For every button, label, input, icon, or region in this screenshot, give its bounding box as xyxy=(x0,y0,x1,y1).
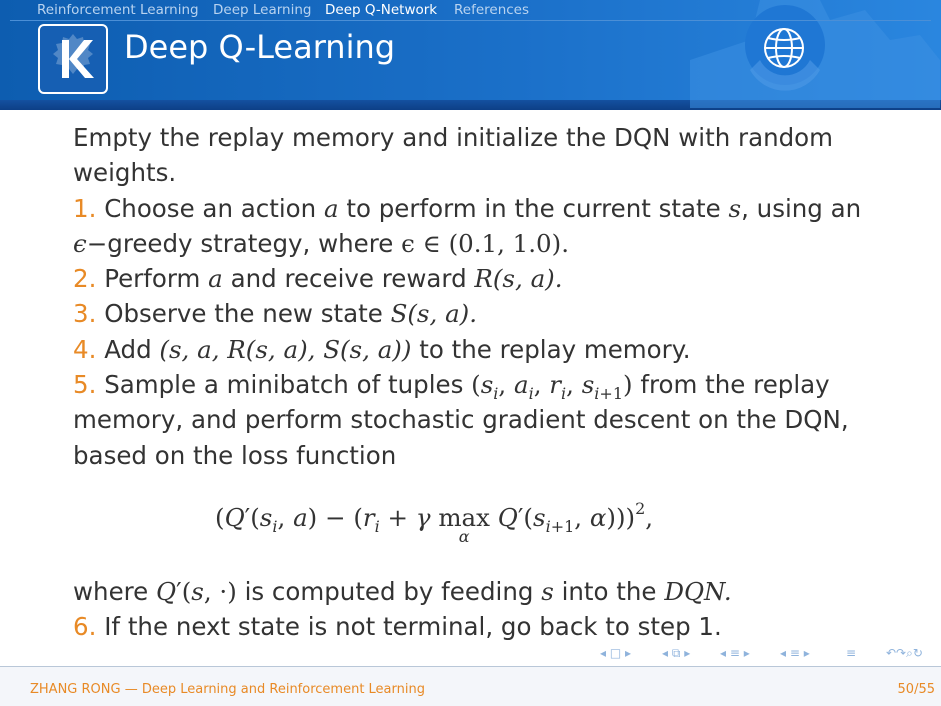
step-number: 1. xyxy=(73,193,97,223)
intro-line: weights. xyxy=(73,158,177,188)
nav-divider xyxy=(10,20,931,21)
beamer-nav-controls: ◂ □ ▸ ◂ ⧉ ▸ ◂ ≡ ▸ ◂ ≡ ▸ ≡ ↶↷⌕↻ xyxy=(600,646,940,666)
nav-document-icon[interactable]: ◂ ≡ ▸ xyxy=(780,646,810,660)
footer-author-title: ZHANG RONG — Deep Learning and Reinforce… xyxy=(30,682,425,697)
slide-header: Reinforcement Learning Deep Learning Dee… xyxy=(0,0,941,110)
step-text: If the next state is not terminal, go ba… xyxy=(104,612,722,642)
math-var: s xyxy=(541,577,554,606)
step-number: 3. xyxy=(73,299,97,329)
gear-watermark-icon xyxy=(690,0,940,108)
step-text: Perform xyxy=(104,264,201,294)
step-5-cont: based on the loss function xyxy=(73,440,397,470)
step-text: Choose an action xyxy=(104,193,317,223)
step-number: 4. xyxy=(73,334,97,364)
step-number: 2. xyxy=(73,264,97,294)
math-var: a xyxy=(323,193,339,223)
header-bottom-band xyxy=(0,100,941,110)
math-expr: S(s, a). xyxy=(390,299,478,329)
nav-subsection-icon[interactable]: ◂ ⧉ ▸ xyxy=(662,646,691,660)
math-var: a xyxy=(208,264,223,294)
slide-body-after: where Q′(s, ·) is computed by feeding s … xyxy=(73,574,873,645)
tuple-expr: (si, ai, ri, si+1) xyxy=(471,370,633,404)
math-var: DQN. xyxy=(664,577,732,606)
kde-logo-icon xyxy=(38,24,108,94)
step-text: into the xyxy=(561,577,657,606)
slide-title: Deep Q-Learning xyxy=(124,28,396,66)
math-expr: ϵ ∈ (0.1, 1.0). xyxy=(401,228,569,258)
search-icon[interactable]: ↶↷⌕↻ xyxy=(886,646,923,660)
step-text: to perform in the current state xyxy=(346,193,721,223)
nav-toc-icon[interactable]: ≡ xyxy=(846,646,857,660)
step-6: 6. If the next state is not terminal, go… xyxy=(73,609,873,644)
step-number: 5. xyxy=(73,370,97,400)
footer-divider xyxy=(0,666,941,667)
math-var: s xyxy=(728,193,742,223)
math-expr: R(s, a). xyxy=(474,264,563,294)
step-5-cont: memory, and perform stochastic gradient … xyxy=(73,405,849,435)
step-text: from the replay xyxy=(640,370,830,400)
section-navigation: Reinforcement Learning Deep Learning Dee… xyxy=(0,0,941,20)
step-text: −greedy strategy, where xyxy=(86,228,394,258)
nav-item-reinforcement-learning[interactable]: Reinforcement Learning xyxy=(37,2,199,18)
nav-section-icon[interactable]: ◂ ≡ ▸ xyxy=(720,646,750,660)
step-text: and receive reward xyxy=(230,264,467,294)
nav-item-deep-q-network[interactable]: Deep Q-Network xyxy=(325,2,438,18)
step-text: to the replay memory. xyxy=(419,334,691,364)
step-text: where xyxy=(73,577,149,606)
page-number: 50/55 xyxy=(897,682,935,697)
slide-footer: ZHANG RONG — Deep Learning and Reinforce… xyxy=(0,667,941,706)
step-1-cont: ϵ−greedy strategy, where ϵ ∈ (0.1, 1.0). xyxy=(73,226,873,261)
step-1: 1. Choose an action a to perform in the … xyxy=(73,191,873,226)
step-text: , using an xyxy=(741,193,862,223)
step-5: 5. Sample a minibatch of tuples (si, ai,… xyxy=(73,367,873,402)
explanation-line: where Q′(s, ·) is computed by feeding s … xyxy=(73,574,873,609)
globe-icon xyxy=(764,28,804,68)
step-text: Observe the new state xyxy=(104,299,383,329)
nav-item-references[interactable]: References xyxy=(454,2,530,18)
step-4: 4. Add (s, a, R(s, a), S(s, a)) to the r… xyxy=(73,332,873,367)
step-text: Sample a minibatch of tuples xyxy=(104,370,464,400)
math-expr: (s, a, R(s, a), S(s, a)) xyxy=(159,334,412,364)
nav-prev-frame-icon[interactable]: ◂ □ ▸ xyxy=(600,646,632,660)
step-number: 6. xyxy=(73,612,97,642)
step-2: 2. Perform a and receive reward R(s, a). xyxy=(73,261,873,296)
nav-item-deep-learning[interactable]: Deep Learning xyxy=(213,2,312,18)
slide-body: Empty the replay memory and initialize t… xyxy=(73,120,873,473)
intro-line: Empty the replay memory and initialize t… xyxy=(73,123,834,152)
math-expr: Q′(s, ·) xyxy=(156,577,237,606)
step-3: 3. Observe the new state S(s, a). xyxy=(73,296,873,331)
step-text: Add xyxy=(104,334,152,364)
math-var: ϵ xyxy=(73,228,87,258)
step-text: is computed by feeding xyxy=(244,577,534,606)
